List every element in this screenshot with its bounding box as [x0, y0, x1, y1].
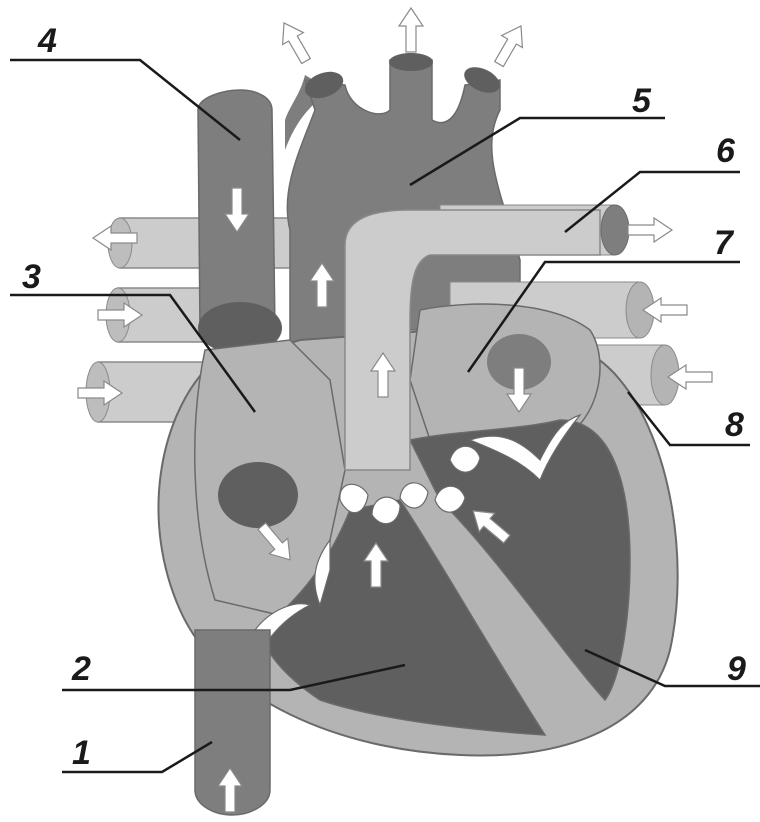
label-4: 4: [37, 22, 57, 60]
label-9: 9: [727, 650, 746, 688]
label-8: 8: [725, 406, 744, 444]
label-3: 3: [22, 258, 41, 296]
label-7: 7: [714, 224, 735, 262]
label-2: 2: [71, 650, 91, 688]
right-atrium-opening: [218, 462, 298, 528]
label-6: 6: [716, 132, 736, 170]
label-1: 1: [72, 734, 91, 772]
label-5: 5: [632, 82, 652, 120]
